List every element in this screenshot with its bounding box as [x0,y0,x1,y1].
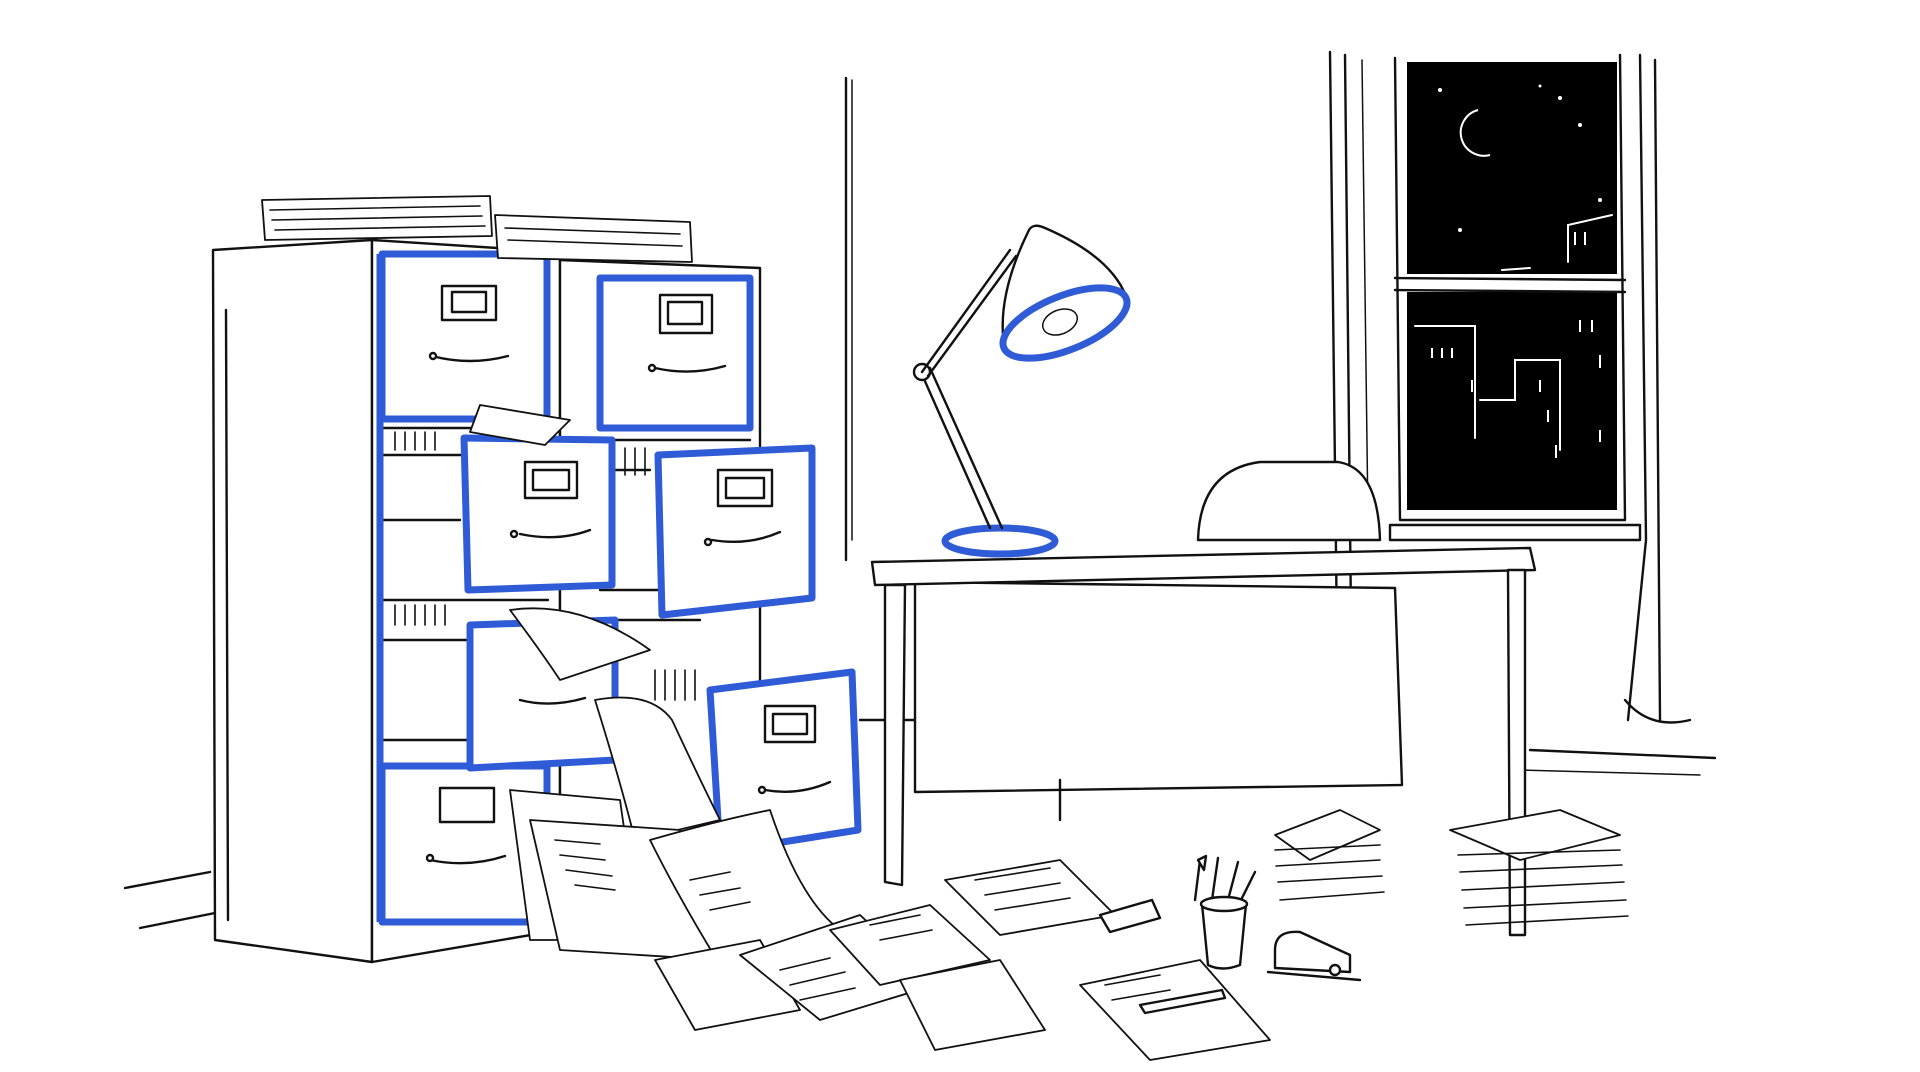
falling-papers [509,607,841,966]
moon-icon [1459,109,1491,157]
building-windows [1431,232,1601,458]
night-window [1328,50,1692,724]
stapler [1266,930,1362,982]
files-in-drawers [394,431,696,701]
open-drawer-right-upper [654,444,816,619]
open-drawer-right-lower [706,668,862,856]
paper-stacks [1274,809,1629,926]
desk-lamp [912,224,1131,558]
pencil-cup [1193,854,1257,970]
stars [1438,84,1602,232]
open-drawer-left-upper [460,404,616,594]
office-chair [1196,460,1382,542]
eraser [1098,898,1162,934]
floor-papers [654,859,1271,1061]
